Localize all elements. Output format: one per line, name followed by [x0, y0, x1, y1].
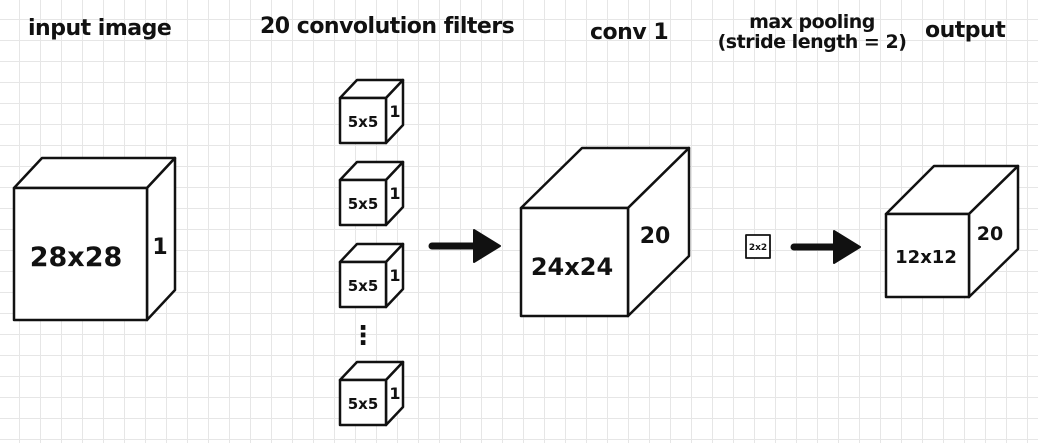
filter-cube-face-label: 5x5 [348, 113, 379, 131]
output-cube: 12x12 20 [884, 164, 1020, 299]
filter-cube-face-label: 5x5 [348, 195, 379, 213]
arrow-to-output [790, 230, 861, 264]
title-output: output [925, 18, 1006, 43]
input-cube-face-label: 28x28 [30, 242, 123, 273]
pooling-kernel: 2x2 [745, 234, 771, 259]
pooling-kernel-label: 2x2 [749, 243, 767, 253]
input-cube: 28x28 1 [12, 156, 177, 322]
filter-cube-face-label: 5x5 [348, 277, 379, 295]
title-max-pooling: max pooling (stride length = 2) [712, 12, 912, 52]
title-input-image: input image [28, 16, 172, 41]
conv1-depth-label: 20 [640, 224, 671, 249]
filter-cube: 5x5 1 [338, 160, 405, 227]
input-cube-depth-label: 1 [152, 235, 167, 260]
filter-cube: 5x5 1 [338, 242, 405, 309]
filter-cube: 5x5 1 [338, 360, 405, 427]
filter-cube-depth-label: 1 [389, 102, 400, 121]
filter-cube-depth-label: 1 [389, 384, 400, 403]
title-max-pooling-line1: max pooling [749, 11, 875, 33]
arrow-to-conv1 [428, 229, 501, 263]
output-depth-label: 20 [977, 223, 1003, 245]
conv1-face-label: 24x24 [531, 253, 613, 281]
title-convolution-filters: 20 convolution filters [260, 14, 515, 39]
filter-cube-depth-label: 1 [389, 266, 400, 285]
title-conv1: conv 1 [590, 20, 669, 45]
filter-cube-depth-label: 1 [389, 184, 400, 203]
conv1-cube: 24x24 20 [519, 146, 691, 318]
filter-cube-face-label: 5x5 [348, 395, 379, 413]
filter-cube: 5x5 1 [338, 78, 405, 145]
title-max-pooling-line2: (stride length = 2) [717, 31, 907, 53]
filter-ellipsis: ⋮ [350, 321, 376, 351]
output-face-label: 12x12 [895, 247, 957, 268]
